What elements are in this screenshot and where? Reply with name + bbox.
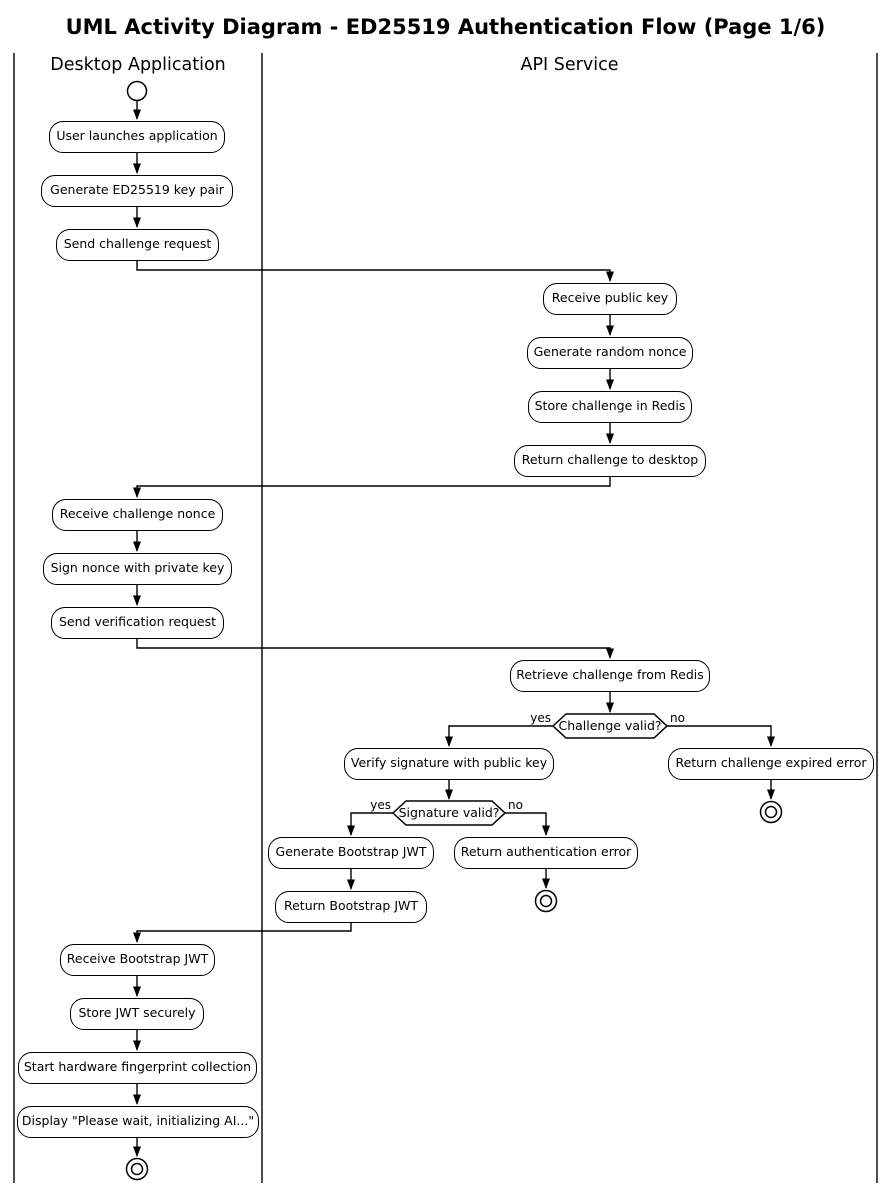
node-return-bootstrap-jwt: Return Bootstrap JWT	[275, 891, 427, 923]
node-generate-random-nonce: Generate random nonce	[527, 337, 693, 369]
node-retrieve-challenge-from-redis: Retrieve challenge from Redis	[510, 660, 710, 692]
lane-header-desktop-application: Desktop Application	[50, 55, 226, 75]
decision-signature-valid-label: Signature valid?	[398, 805, 500, 820]
node-generate-ed25519-key-pair: Generate ED25519 key pair	[41, 175, 233, 207]
node-store-challenge-in-redis: Store challenge in Redis	[528, 391, 692, 423]
decision-challenge-valid-label: Challenge valid?	[558, 718, 662, 733]
start-node	[126, 80, 148, 102]
node-generate-bootstrap-jwt: Generate Bootstrap JWT	[268, 837, 434, 869]
swimlane-borders	[13, 53, 878, 1183]
diagram-title: UML Activity Diagram - ED25519 Authentic…	[65, 15, 826, 39]
end-node-final	[125, 1157, 149, 1181]
edge-label-signature-yes: yes	[370, 798, 391, 812]
node-start-hardware-fingerprint-collection: Start hardware fingerprint collection	[18, 1052, 257, 1084]
lane-header-api-service: API Service	[520, 55, 619, 75]
edge-label-challenge-no: no	[670, 711, 685, 725]
node-display-please-wait: Display "Please wait, initializing AI...…	[17, 1106, 259, 1138]
node-return-challenge-to-desktop: Return challenge to desktop	[514, 445, 706, 477]
node-return-authentication-error: Return authentication error	[454, 837, 638, 869]
node-receive-public-key: Receive public key	[543, 283, 677, 315]
flow-arrows	[133, 100, 775, 1157]
node-return-challenge-expired-error: Return challenge expired error	[668, 748, 874, 780]
node-send-challenge-request: Send challenge request	[56, 229, 219, 261]
node-send-verification-request: Send verification request	[51, 607, 224, 639]
node-sign-nonce-with-private-key: Sign nonce with private key	[43, 553, 232, 585]
end-node-auth-error	[534, 889, 558, 913]
decision-signature-valid	[391, 800, 507, 826]
node-verify-signature-with-public-key: Verify signature with public key	[344, 748, 554, 780]
node-receive-bootstrap-jwt: Receive Bootstrap JWT	[60, 944, 215, 976]
node-store-jwt-securely: Store JWT securely	[70, 998, 204, 1030]
edge-label-challenge-yes: yes	[530, 711, 551, 725]
node-user-launches-application: User launches application	[49, 121, 225, 153]
end-node-challenge-expired	[759, 800, 783, 824]
node-receive-challenge-nonce: Receive challenge nonce	[52, 499, 223, 531]
decision-challenge-valid	[551, 713, 669, 739]
edge-label-signature-no: no	[508, 798, 523, 812]
